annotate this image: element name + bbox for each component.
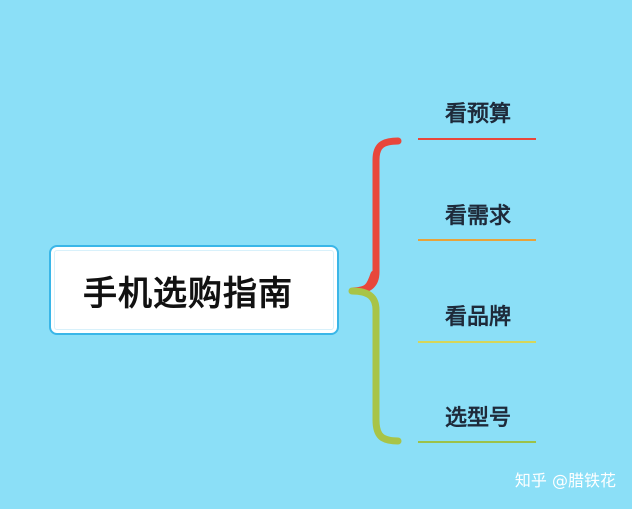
branch-model[interactable]: 选型号: [444, 406, 511, 431]
brace-lower: [348, 287, 402, 445]
branch-brand[interactable]: 看品牌: [444, 305, 511, 330]
watermark: 知乎 @腊铁花: [514, 471, 616, 490]
branch-budget[interactable]: 看预算: [444, 102, 511, 127]
root-topic[interactable]: 手机选购指南: [49, 245, 339, 335]
brace-upper: [351, 137, 402, 295]
root-topic-title: 手机选购指南: [83, 273, 293, 314]
branch-needs[interactable]: 看需求: [444, 204, 511, 229]
